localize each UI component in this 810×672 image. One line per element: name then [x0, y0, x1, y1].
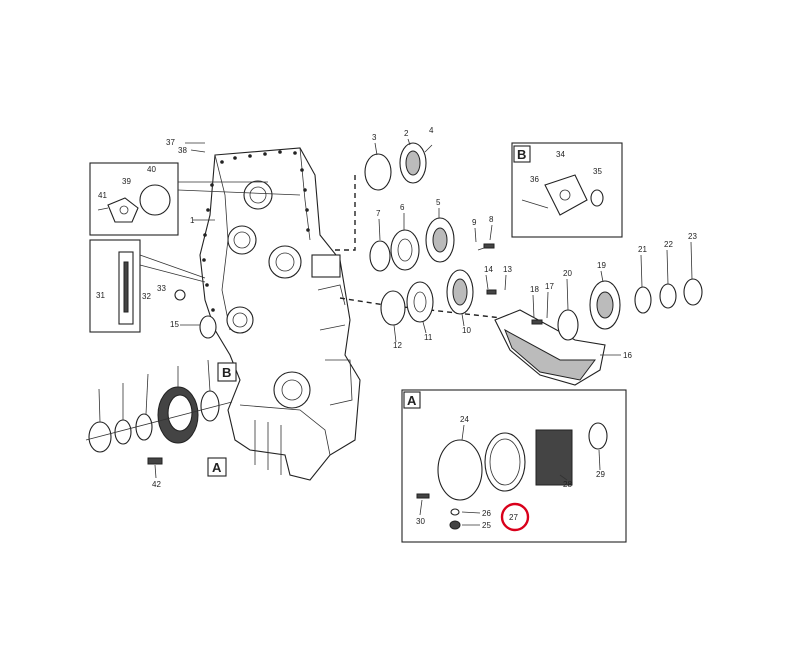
- callout-2: 2: [404, 129, 409, 138]
- callout-24: 24: [460, 415, 469, 424]
- marker-b: B: [222, 365, 231, 380]
- marker-labels: A B B A: [207, 145, 531, 477]
- callout-36: 36: [530, 175, 539, 184]
- left-assembly: [85, 315, 233, 465]
- detail-box-cover: [89, 162, 301, 236]
- highlight-ring-27: [500, 502, 530, 532]
- callout-35: 35: [593, 167, 602, 176]
- callout-30: 30: [416, 517, 425, 526]
- callout-6: 6: [400, 203, 405, 212]
- callout-20: 20: [563, 269, 572, 278]
- callout-4: 4: [429, 126, 434, 135]
- callout-32: 32: [142, 292, 151, 301]
- callout-3: 3: [372, 133, 377, 142]
- top-assembly: [335, 142, 495, 272]
- callout-5: 5: [436, 198, 441, 207]
- callout-31: 31: [96, 291, 105, 300]
- detail-box-bracket: [89, 239, 206, 333]
- callout-21: 21: [638, 245, 647, 254]
- callout-14: 14: [484, 265, 493, 274]
- callout-10: 10: [462, 326, 471, 335]
- right-cover-assembly: [494, 278, 703, 386]
- callout-39: 39: [122, 177, 131, 186]
- callout-41: 41: [98, 191, 107, 200]
- callout-40: 40: [147, 165, 156, 174]
- callout-13: 13: [503, 265, 512, 274]
- detail-a-label: A: [407, 393, 417, 408]
- callout-16: 16: [623, 351, 632, 360]
- callout-25: 25: [482, 521, 491, 530]
- callout-22: 22: [664, 240, 673, 249]
- callout-37: 37: [166, 138, 175, 147]
- transmission-housing: [199, 147, 361, 481]
- callout-1: 1: [190, 216, 195, 225]
- marker-a: A: [212, 460, 222, 475]
- callout-23: 23: [688, 232, 697, 241]
- flange-bolt-holes: [202, 150, 310, 312]
- callout-42: 42: [152, 480, 161, 489]
- callout-17: 17: [545, 282, 554, 291]
- callout-8: 8: [489, 215, 494, 224]
- callout-7: 7: [376, 209, 381, 218]
- callout-9: 9: [472, 218, 477, 227]
- callout-27: 27: [509, 513, 518, 522]
- callout-26: 26: [482, 509, 491, 518]
- callout-38: 38: [178, 146, 187, 155]
- callout-34: 34: [556, 150, 565, 159]
- callout-labels: 1 2 3 4 5 6 7 8 9 10 11 12 13 14 15 16 1…: [96, 126, 697, 530]
- leader-lines: [98, 138, 693, 526]
- detail-a-box: [401, 389, 627, 543]
- callout-29: 29: [596, 470, 605, 479]
- detail-b-label: B: [517, 147, 526, 162]
- callout-28: 28: [563, 480, 572, 489]
- callout-11: 11: [424, 333, 433, 342]
- callout-15: 15: [170, 320, 179, 329]
- callout-19: 19: [597, 261, 606, 270]
- callout-12: 12: [393, 341, 402, 350]
- middle-assembly: [339, 269, 521, 326]
- callout-33: 33: [157, 284, 166, 293]
- callout-18: 18: [530, 285, 539, 294]
